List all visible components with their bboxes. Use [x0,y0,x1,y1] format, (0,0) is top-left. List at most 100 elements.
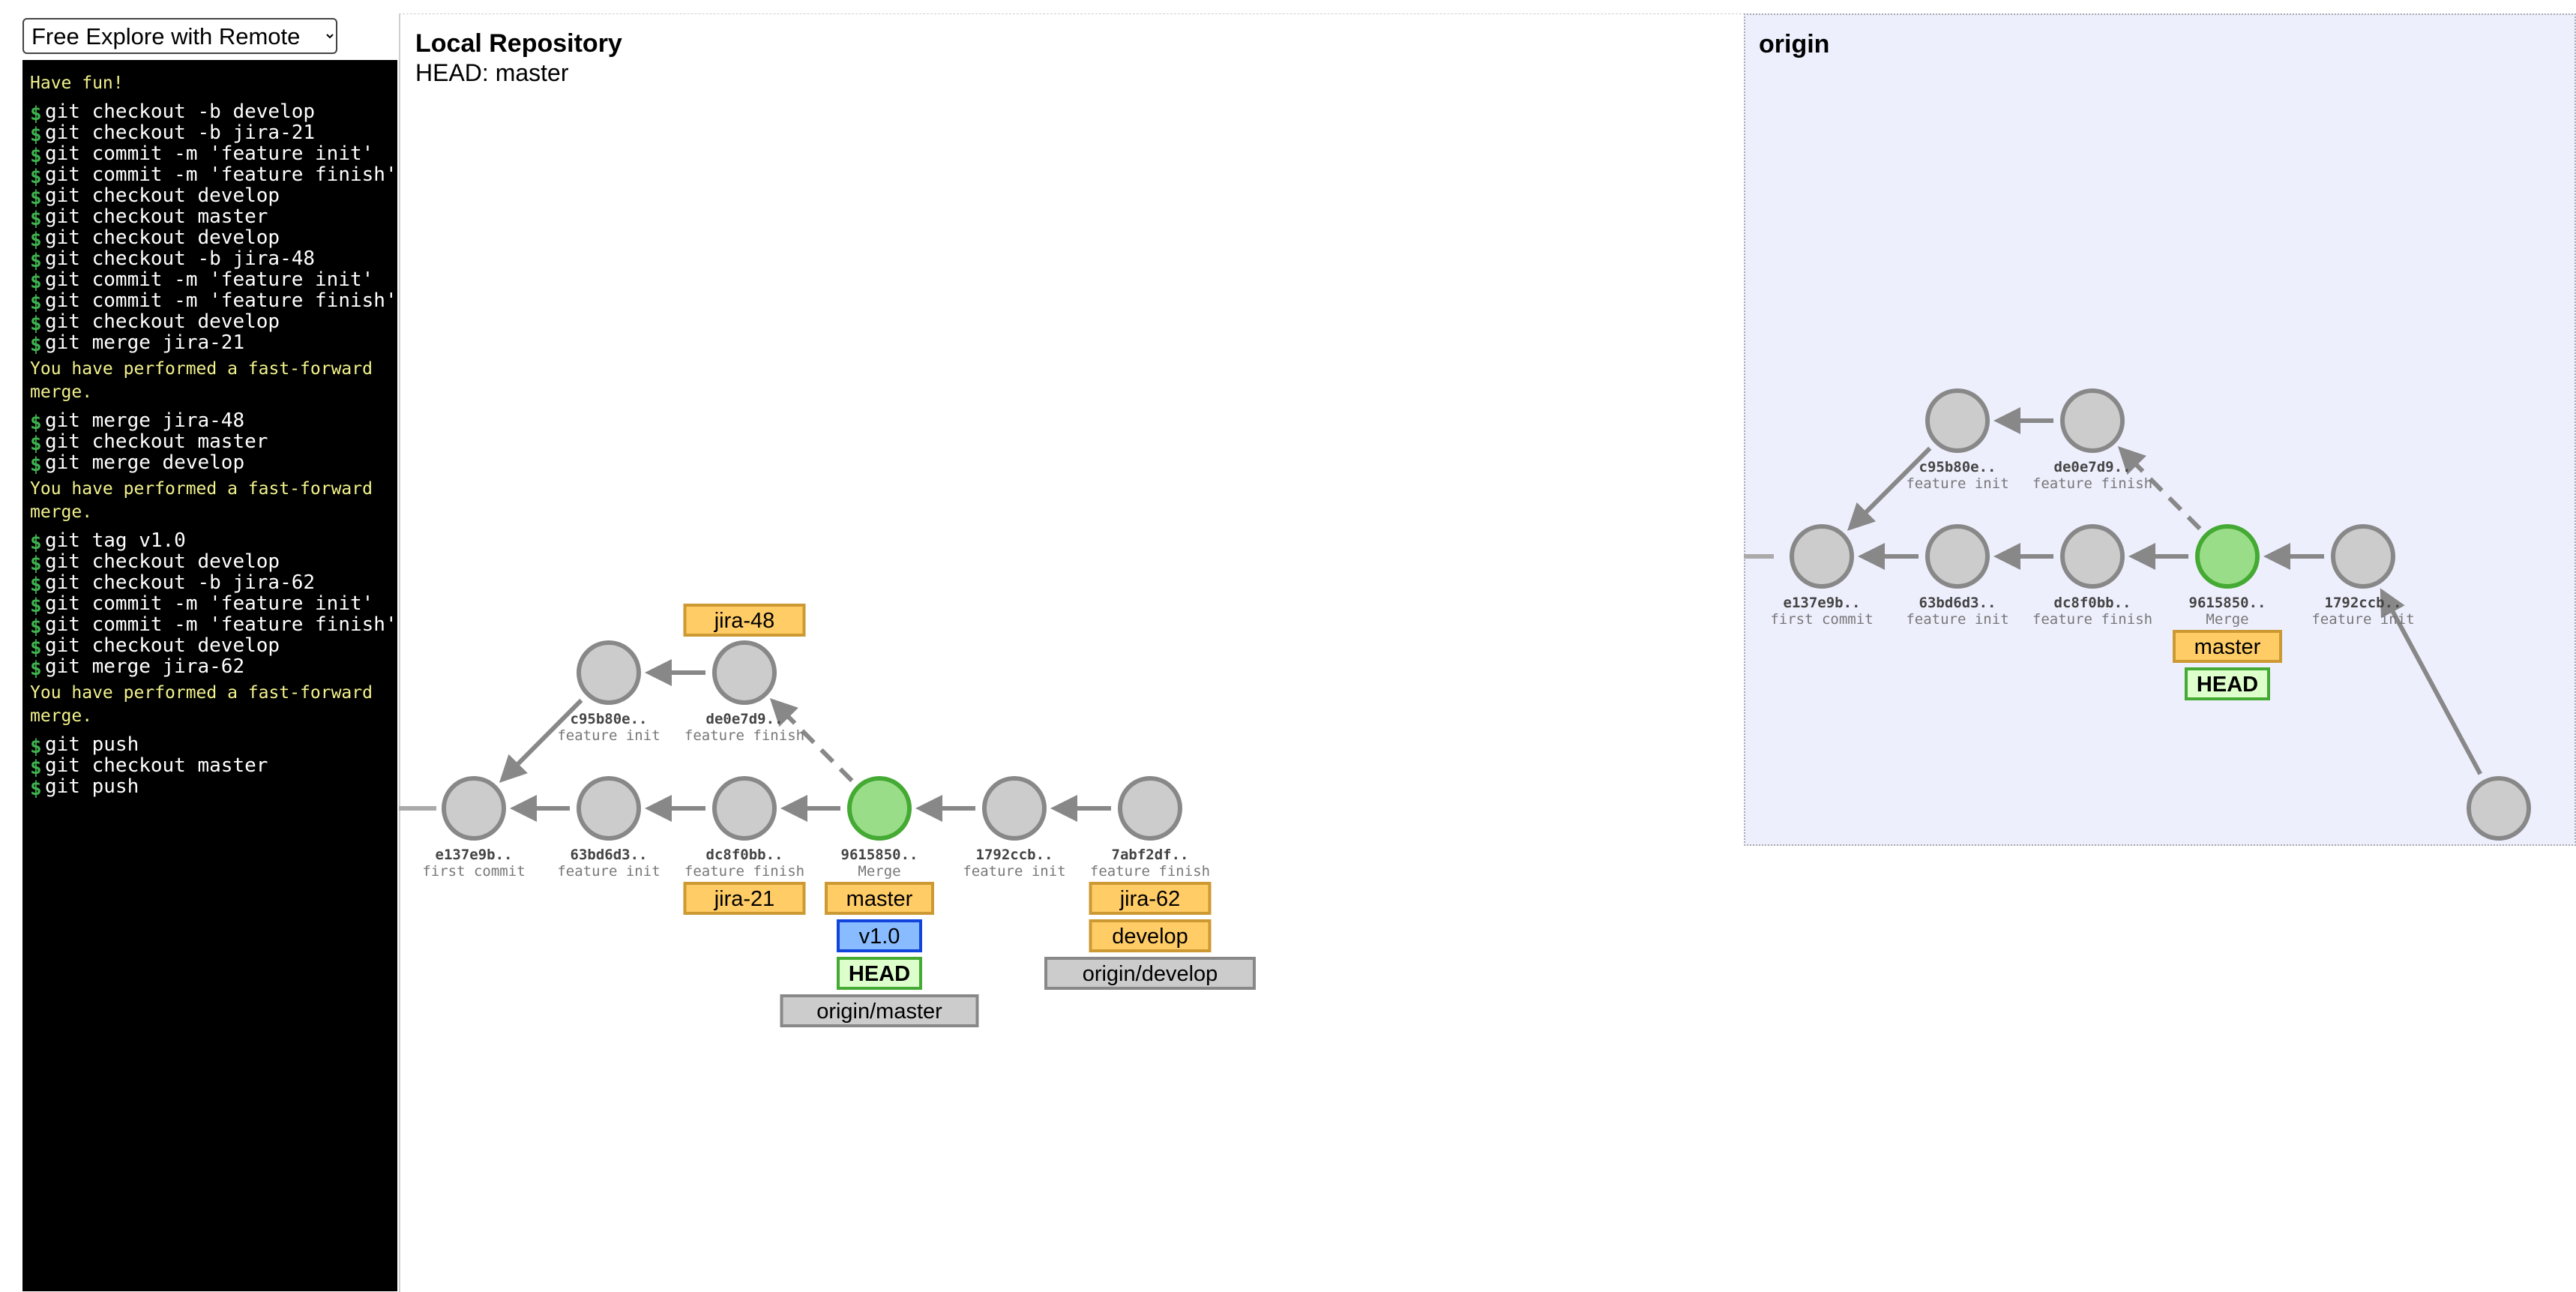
terminal-command: $git push [30,775,397,800]
prompt-icon: $ [30,166,42,188]
ref-label-text: origin/master [816,1000,942,1024]
origin-ref-label-head[interactable] [2185,667,2270,700]
origin-commit-c95b80e[interactable] [1925,388,1990,453]
terminal-line-text: git checkout develop [45,226,280,249]
commit-message: Merge [2206,611,2248,628]
commit-sha: e137e9b.. [436,847,513,863]
local-commit-9615850[interactable] [847,776,912,841]
terminal-line-text: git checkout master [45,205,268,228]
local-commit-63bd6d3[interactable] [577,776,641,841]
terminal-command: $git checkout develop [30,226,397,250]
origin-commit-1792ccb[interactable] [2331,524,2395,589]
ref-label-text: jira-62 [1119,887,1181,911]
local-commit-7abf2df[interactable] [1118,776,1182,841]
commit-message: feature init [963,863,1065,880]
prompt-icon: $ [30,553,42,575]
terminal-message: You have performed a fast-forward merge. [30,358,397,404]
ref-label-text: master [846,887,913,911]
local-edge-c95b80e-e137e9b [499,698,583,783]
local-commit-c95b80e[interactable] [577,640,641,705]
prompt-icon: $ [30,313,42,335]
local-ref-label-develop[interactable] [1089,919,1212,952]
origin-commit-dc8f0bb[interactable] [2060,524,2125,589]
origin-commit-63bd6d3[interactable] [1925,524,1990,589]
terminal-line-text: git push [45,733,139,756]
origin-title: origin [1759,30,1830,58]
terminal-command: $git checkout -b develop [30,100,397,124]
local-commit-1792ccb[interactable] [982,776,1047,841]
terminal-command: $git checkout develop [30,550,397,575]
terminal-line-text: git checkout -b develop [45,100,316,123]
prompt-icon: $ [30,454,42,476]
commit-message: feature init [2311,611,2414,628]
terminal-line-text: git tag v1.0 [45,529,186,552]
local-ref-label-head[interactable] [837,957,922,990]
local-ref-label-origin-master[interactable] [780,994,979,1027]
terminal-command: $git checkout develop [30,185,397,209]
prompt-icon: $ [30,574,42,596]
prompt-icon: $ [30,250,42,272]
local-commit-de0e7d9[interactable] [712,640,777,705]
commit-message: feature init [557,863,660,880]
commit-sha: e137e9b.. [1784,595,1861,611]
terminal-line-text: git commit -m 'feature init' [45,268,374,291]
terminal-line-text: git checkout -b jira-21 [45,121,316,144]
local-ref-label-master[interactable] [825,882,934,915]
ref-label-text: v1.0 [859,925,900,949]
terminal-line-text: You have performed a fast-forward merge. [30,359,383,402]
terminal-command: $git commit -m 'feature finish' [30,614,397,638]
terminal-line-text: git checkout master [45,430,268,453]
terminal-command: $git merge jira-62 [30,656,397,680]
terminal-command: $git merge jira-21 [30,332,397,355]
prompt-icon: $ [30,616,42,638]
commit-sha: 1792ccb.. [976,847,1053,863]
ref-label-text: master [2194,635,2261,659]
prompt-icon: $ [30,778,42,800]
commit-sha: 7abf2df.. [1112,847,1189,863]
ref-label-text: jira-48 [714,609,775,633]
origin-edge-7abf2df-1792ccb [2380,588,2482,775]
prompt-icon: $ [30,187,42,209]
local-ref-label-jira-48[interactable] [683,604,806,637]
origin-commit-e137e9b[interactable] [1790,524,1854,589]
local-ref-label-v1.0[interactable] [837,919,922,952]
commit-message: first commit [1770,611,1873,628]
prompt-icon: $ [30,658,42,680]
terminal-line-text: git checkout develop [45,550,280,573]
origin-commit-9615850[interactable] [2195,524,2260,589]
prompt-icon: $ [30,208,42,230]
prompt-icon: $ [30,637,42,659]
commit-sha: dc8f0bb.. [706,847,783,863]
terminal-line-text: git commit -m 'feature finish' [45,289,397,312]
commit-message: feature init [557,727,660,744]
terminal[interactable]: Have fun!$git checkout -b develop$git ch… [22,60,397,1291]
ref-label-text: develop [1112,925,1188,949]
terminal-line-text: git checkout -b jira-62 [45,571,316,594]
origin-panel: origin [1744,13,2576,846]
commit-sha: 9615850.. [841,847,918,863]
local-ref-label-origin-develop[interactable] [1044,957,1256,990]
local-commit-e137e9b[interactable] [442,776,506,841]
origin-ref-label-master[interactable] [2173,630,2282,663]
prompt-icon: $ [30,271,42,293]
terminal-command: $git checkout master [30,755,397,778]
prompt-icon: $ [30,292,42,314]
terminal-line-text: git commit -m 'feature init' [45,142,374,165]
local-ref-label-jira-21[interactable] [683,882,806,915]
ref-label-text: origin/develop [1083,962,1218,986]
origin-edge-9615850-de0e7d9 [2117,446,2202,531]
terminal-line-text: git push [45,775,139,798]
terminal-command: $git checkout -b jira-21 [30,121,397,145]
local-commit-dc8f0bb[interactable] [712,776,777,841]
origin-commit-de0e7d9[interactable] [2060,388,2125,453]
ref-label-text: jira-21 [714,887,775,911]
commit-message: feature init [1906,611,2008,628]
local-edge-9615850-de0e7d9 [769,698,854,783]
local-ref-label-jira-62[interactable] [1089,882,1212,915]
mode-select[interactable]: Free Explore with Remote [22,18,337,54]
terminal-command: $git checkout master [30,430,397,455]
prompt-icon: $ [30,412,42,434]
prompt-icon: $ [30,433,42,455]
origin-commit-7abf2df[interactable] [2467,776,2531,841]
